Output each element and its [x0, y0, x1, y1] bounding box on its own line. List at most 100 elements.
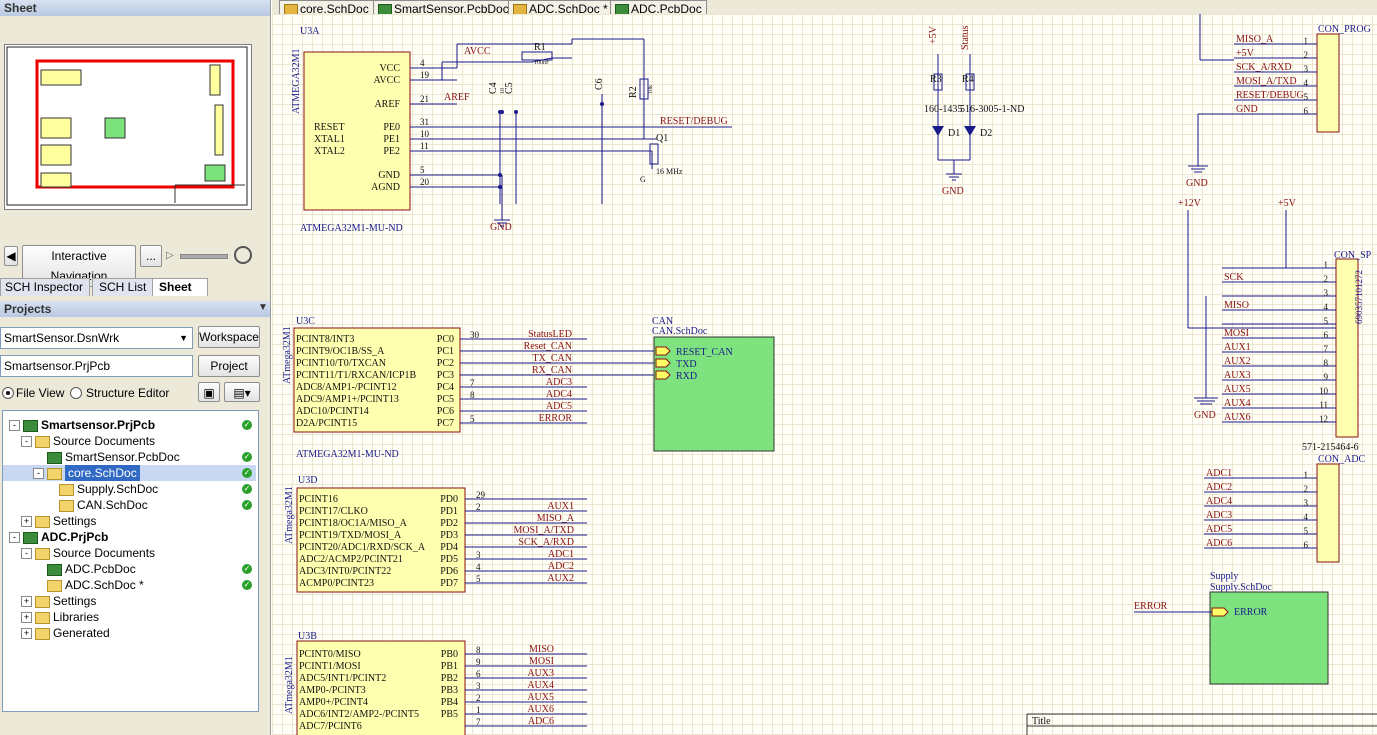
expand-icon[interactable]: + — [21, 596, 32, 607]
junction — [500, 110, 504, 114]
tree-item[interactable]: ADC.PcbDoc✓ — [3, 561, 256, 577]
collapse-icon[interactable]: - — [21, 436, 32, 447]
net-label: ADC2 — [1206, 482, 1232, 493]
tree-item[interactable]: -Source Documents — [3, 433, 256, 449]
tree-item-label: Libraries — [53, 610, 100, 624]
tree-item-label: ADC.SchDoc * — [65, 578, 144, 592]
zoom-icon[interactable] — [234, 246, 252, 264]
tree-item[interactable]: + Libraries — [3, 609, 256, 625]
file-view-radio[interactable] — [2, 387, 14, 399]
pin-number: 9 — [1324, 372, 1329, 382]
pin-port: PD6 — [440, 566, 458, 577]
tab-sch-list[interactable]: SCH List — [92, 278, 156, 296]
pin-number: 5 — [470, 414, 475, 424]
net-label: ADC2 — [548, 561, 574, 572]
tree-item[interactable]: -ADC.PrjPcb — [3, 529, 256, 545]
part-ref: C4 — [488, 82, 499, 94]
pin-port: PC1 — [437, 346, 454, 357]
net-label: ADC6 — [528, 716, 554, 727]
chevron-down-icon: ▼ — [179, 333, 188, 343]
dropdown-arrow-icon[interactable]: ▼ — [258, 302, 268, 313]
project-options-icon[interactable]: ▤▾ — [224, 382, 260, 402]
project-button[interactable]: Project — [198, 355, 260, 377]
workspace-select[interactable]: SmartSensor.DsnWrk▼ — [0, 327, 193, 349]
pin-number: 11 — [1319, 400, 1328, 410]
pin-port: PC2 — [437, 358, 454, 369]
tab-sheet[interactable]: Sheet — [152, 278, 208, 296]
part-ref: R3 — [930, 74, 942, 85]
collapse-icon[interactable]: - — [9, 420, 20, 431]
folder-icon — [35, 548, 50, 560]
part-side-label: ATMEGA32M1 — [291, 48, 302, 114]
tree-item[interactable]: Supply.SchDoc✓ — [3, 481, 256, 497]
pin-name: PCINT9/OC1B/SS_A — [296, 346, 385, 357]
net-label: ADC1 — [548, 549, 574, 560]
tab-label: SCH List — [99, 280, 147, 294]
sheet-thumbnail[interactable] — [4, 44, 252, 210]
doc-tab-adc-sch[interactable]: ADC.SchDoc * — [508, 0, 613, 18]
left-panel: Sheet ◀ Interactive Navigation ... ▷ SCH… — [0, 0, 271, 735]
net-label: AUX3 — [527, 668, 554, 679]
pin-port: PD2 — [440, 518, 458, 529]
pin-name: ADC3/INT0/PCINT22 — [299, 566, 391, 577]
net-label: ADC5 — [546, 401, 572, 412]
net-label: GND — [1236, 104, 1258, 115]
tree-item[interactable]: ADC.SchDoc *✓ — [3, 577, 256, 593]
tree-item[interactable]: +Settings — [3, 593, 256, 609]
net-label: ADC4 — [546, 389, 572, 400]
sheet-file: CAN.SchDoc — [652, 326, 708, 337]
tab-sch-inspector[interactable]: SCH Inspector — [0, 278, 90, 296]
part-ref: R1 — [534, 42, 546, 53]
compile-icon[interactable]: ▣ — [198, 382, 220, 402]
con-prog-body — [1316, 33, 1340, 133]
project-icon — [23, 420, 38, 432]
pin-name: PCINT18/OC1A/MISO_A — [299, 518, 408, 529]
schdoc-icon — [47, 468, 62, 480]
net-label: RESET/DEBUG — [660, 116, 728, 127]
pin-number: 9 — [476, 657, 481, 667]
project-field[interactable]: Smartsensor.PrjPcb — [0, 355, 193, 377]
tree-item[interactable]: -core.SchDoc✓ — [3, 465, 256, 481]
expand-icon[interactable]: + — [21, 516, 32, 527]
led-d1-icon — [932, 126, 944, 136]
pin-number: 2 — [1304, 50, 1309, 60]
tree-item[interactable]: +Settings — [3, 513, 256, 529]
collapse-icon[interactable]: - — [21, 548, 32, 559]
pin-port: PB1 — [441, 661, 458, 672]
pin-number: 2 — [476, 502, 481, 512]
tree-item[interactable]: -Source Documents — [3, 545, 256, 561]
expand-icon[interactable]: + — [21, 612, 32, 623]
check-icon: ✓ — [242, 564, 252, 574]
tree-item[interactable]: CAN.SchDoc✓ — [3, 497, 256, 513]
more-button[interactable]: ... — [140, 245, 162, 267]
net-label: MOSI_A/TXD — [1236, 76, 1297, 87]
pin-port: PB0 — [441, 649, 458, 660]
tree-item-label: core.SchDoc — [65, 465, 140, 481]
pin-number: 3 — [1304, 498, 1309, 508]
pin-number: 8 — [470, 390, 475, 400]
tree-item[interactable]: +Generated — [3, 625, 256, 641]
doc-tab-adc-pcb[interactable]: ADC.PcbDoc — [610, 0, 707, 18]
collapse-icon[interactable]: - — [9, 532, 20, 543]
pin-number: 4 — [1304, 512, 1309, 522]
pin-name: ADC8/AMP1-/PCINT12 — [296, 382, 397, 393]
title-block-label: Title — [1032, 716, 1051, 727]
tree-item-label: CAN.SchDoc — [77, 498, 148, 512]
part-ref: CON_ADC — [1318, 454, 1366, 465]
structure-editor-radio[interactable] — [70, 387, 82, 399]
expand-icon[interactable]: + — [21, 628, 32, 639]
tree-item[interactable]: SmartSensor.PcbDoc✓ — [3, 449, 256, 465]
sheet-port-label: TXD — [676, 359, 697, 370]
zoom-slider[interactable] — [180, 254, 228, 259]
scroll-left-icon[interactable]: ◀ — [4, 246, 18, 266]
workspace-button[interactable]: Workspace — [198, 326, 260, 348]
tree-item[interactable]: -Smartsensor.PrjPcb✓ — [3, 417, 256, 433]
resistor-r1 — [521, 51, 553, 61]
collapse-icon[interactable]: - — [33, 468, 44, 479]
net-label: ADC5 — [1206, 524, 1232, 535]
pin-number: 3 — [476, 550, 481, 560]
pin-name: PCINT8/INT3 — [296, 334, 354, 345]
net-label: GND — [1186, 178, 1208, 189]
junction — [498, 185, 502, 189]
